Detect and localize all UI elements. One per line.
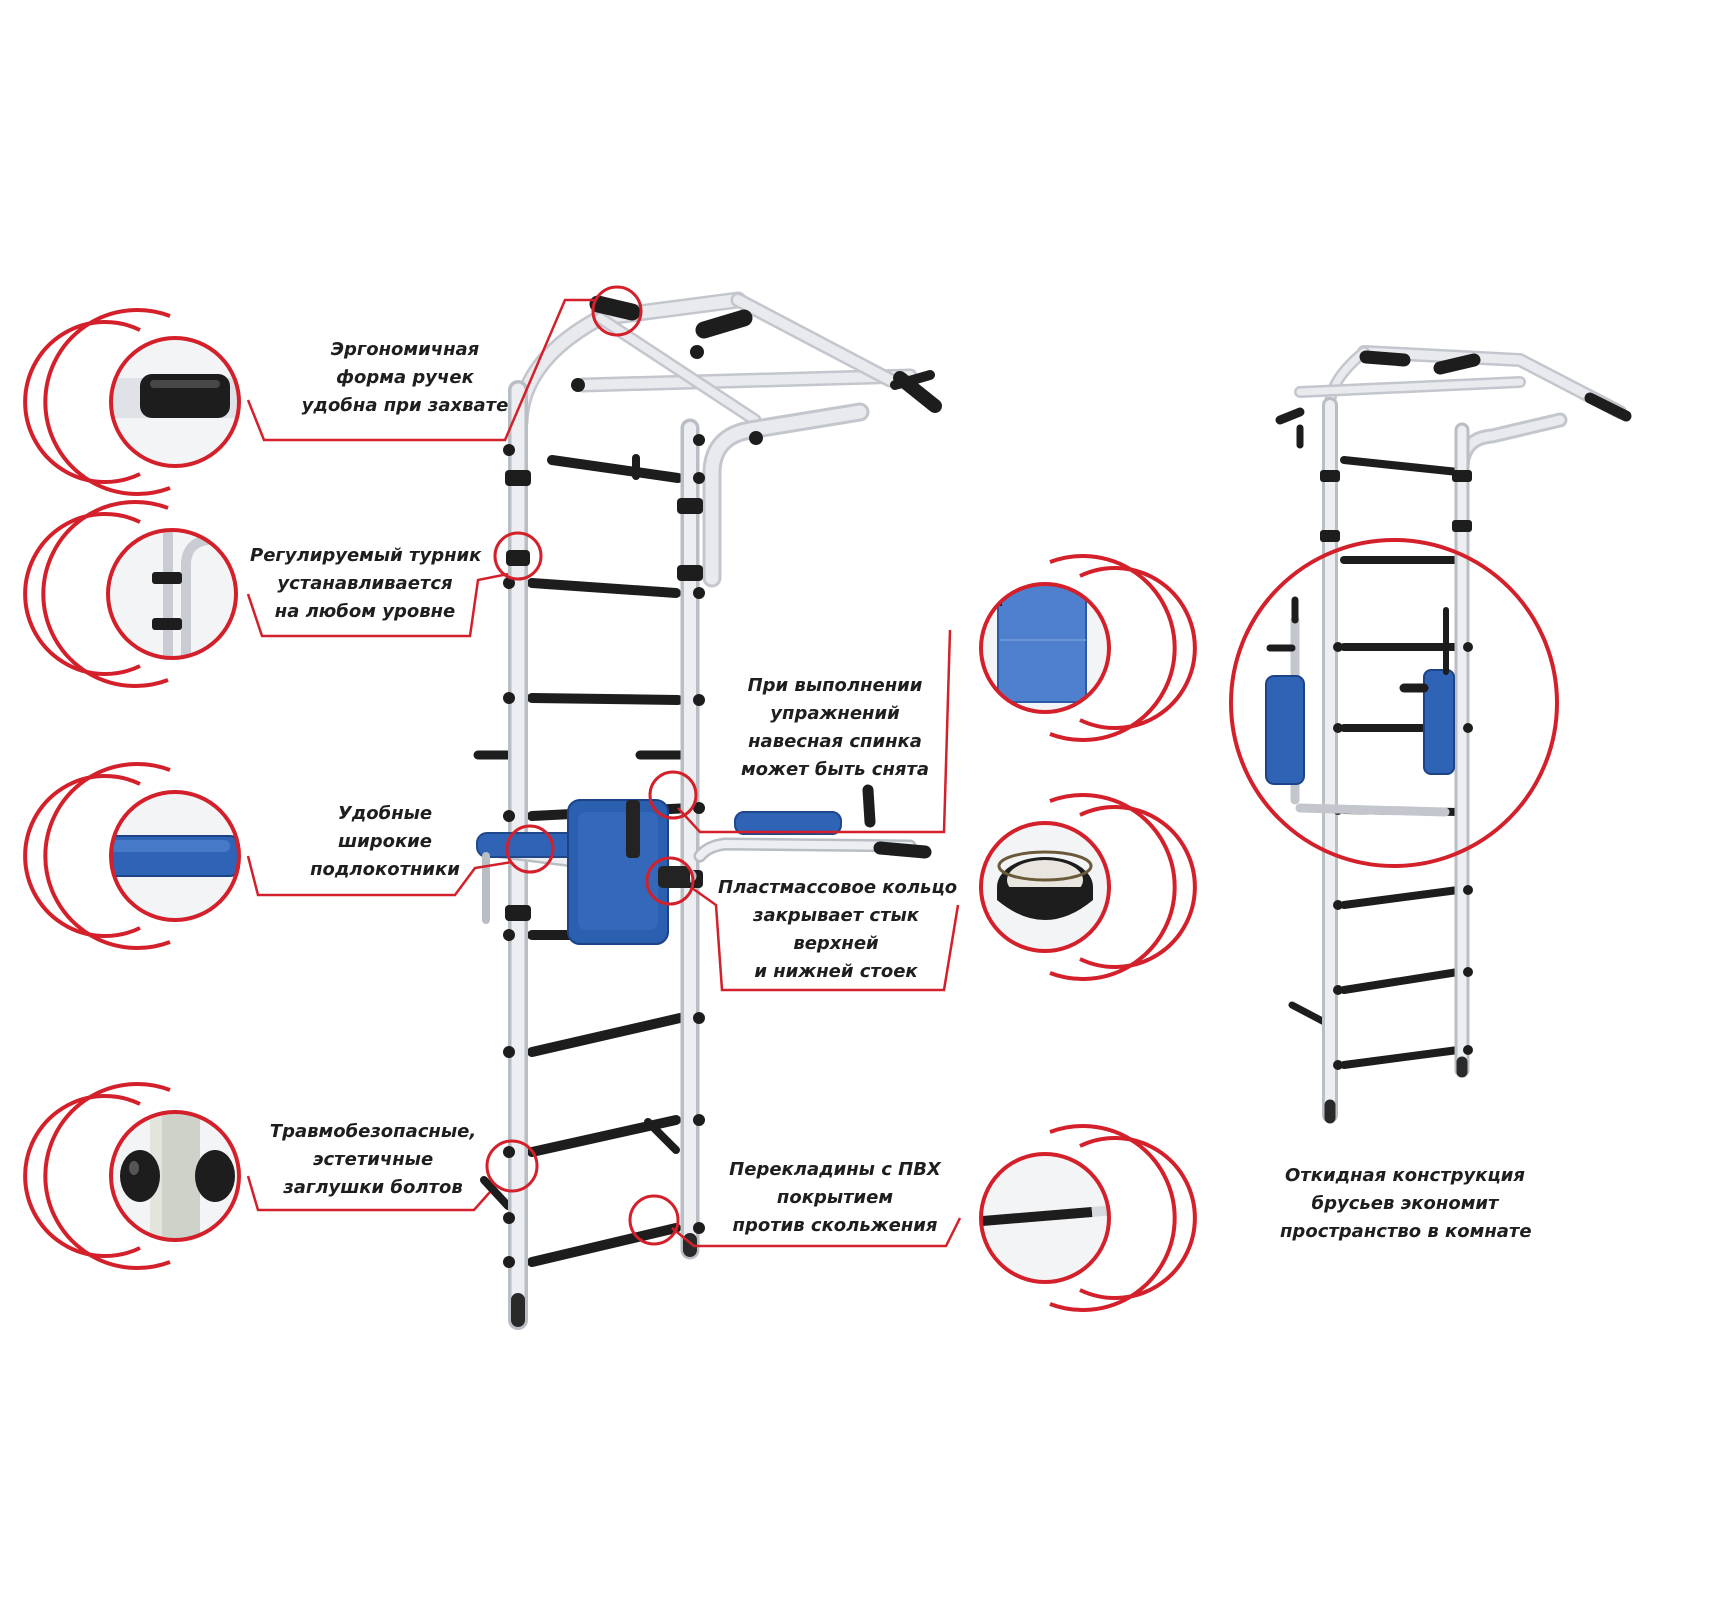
callout-line: устанавливается: [277, 573, 453, 594]
callout-line: пространство в комнате: [1280, 1221, 1532, 1242]
callout-backrest-text: При выполнении упражнений навесная спинк…: [730, 672, 940, 784]
adjustable-pullup-icon: [23, 500, 238, 688]
handle-grip-icon: [23, 308, 241, 496]
callout-line: Эргономичная: [330, 339, 480, 360]
callout-folding-text: Откидная конструкция брусьев экономит пр…: [1280, 1162, 1532, 1246]
dip-station: [476, 784, 932, 945]
back-pad-icon: [979, 554, 1197, 742]
callout-graphics: [246, 298, 962, 1248]
callout-line: Пластмассовое кольцо: [718, 877, 958, 898]
callout-line: эстетичные: [312, 1149, 434, 1170]
callout-line: и нижней стоек: [754, 961, 918, 982]
callout-handles-text: Эргономичная форма ручек удобна при захв…: [300, 336, 510, 420]
pvc-rung-icon: [979, 1124, 1197, 1312]
folding-zoom-circle: [1229, 538, 1559, 868]
detail-markers: [485, 285, 698, 1246]
callout-line: может быть снята: [740, 759, 930, 780]
callout-line: заглушки болтов: [283, 1177, 463, 1198]
callout-line: Травмобезопасные,: [269, 1121, 477, 1142]
callout-line: форма ручек: [336, 367, 474, 388]
armrest-pad-icon: [23, 762, 241, 950]
callout-line: подлокотники: [310, 859, 460, 880]
callout-line: удобна при захвате: [301, 395, 509, 416]
callout-line: покрытием: [776, 1187, 894, 1208]
callout-armrests-text: Удобные широкие подлокотники: [300, 800, 470, 884]
callout-line: брусьев экономит: [1311, 1193, 1499, 1214]
bolt-caps: [503, 434, 705, 1268]
callout-line: упражнений: [770, 703, 900, 724]
clamps: [505, 470, 703, 921]
callout-line: Регулируемый турник: [250, 545, 482, 566]
callout-line: закрывает стык: [752, 905, 920, 926]
callout-line: против скольжения: [732, 1215, 938, 1236]
main-wall-bars: [473, 291, 942, 1330]
callout-line: верхней: [793, 933, 879, 954]
callout-line: навесная спинка: [748, 731, 922, 752]
callout-line: на любом уровне: [274, 601, 456, 622]
callout-line: широкие: [337, 831, 433, 852]
bolt-cap-icon: [23, 1082, 241, 1270]
folded-wall-bars: [1265, 345, 1632, 1124]
plastic-ring-icon: [979, 793, 1197, 981]
callout-line: При выполнении: [747, 675, 923, 696]
callout-rungs-text: Перекладины с ПВХ покрытием против сколь…: [725, 1156, 945, 1240]
callout-ring-text: Пластмассовое кольцо закрывает стык верх…: [718, 874, 958, 986]
callout-line: Перекладины с ПВХ: [729, 1159, 941, 1180]
callout-line: Удобные: [337, 803, 433, 824]
callout-pullup-text: Регулируемый турник устанавливается на л…: [250, 542, 482, 626]
callout-line: Откидная конструкция: [1285, 1165, 1525, 1186]
callout-bolts-text: Травмобезопасные, эстетичные заглушки бо…: [268, 1118, 478, 1202]
pullup-bar: [511, 291, 942, 588]
